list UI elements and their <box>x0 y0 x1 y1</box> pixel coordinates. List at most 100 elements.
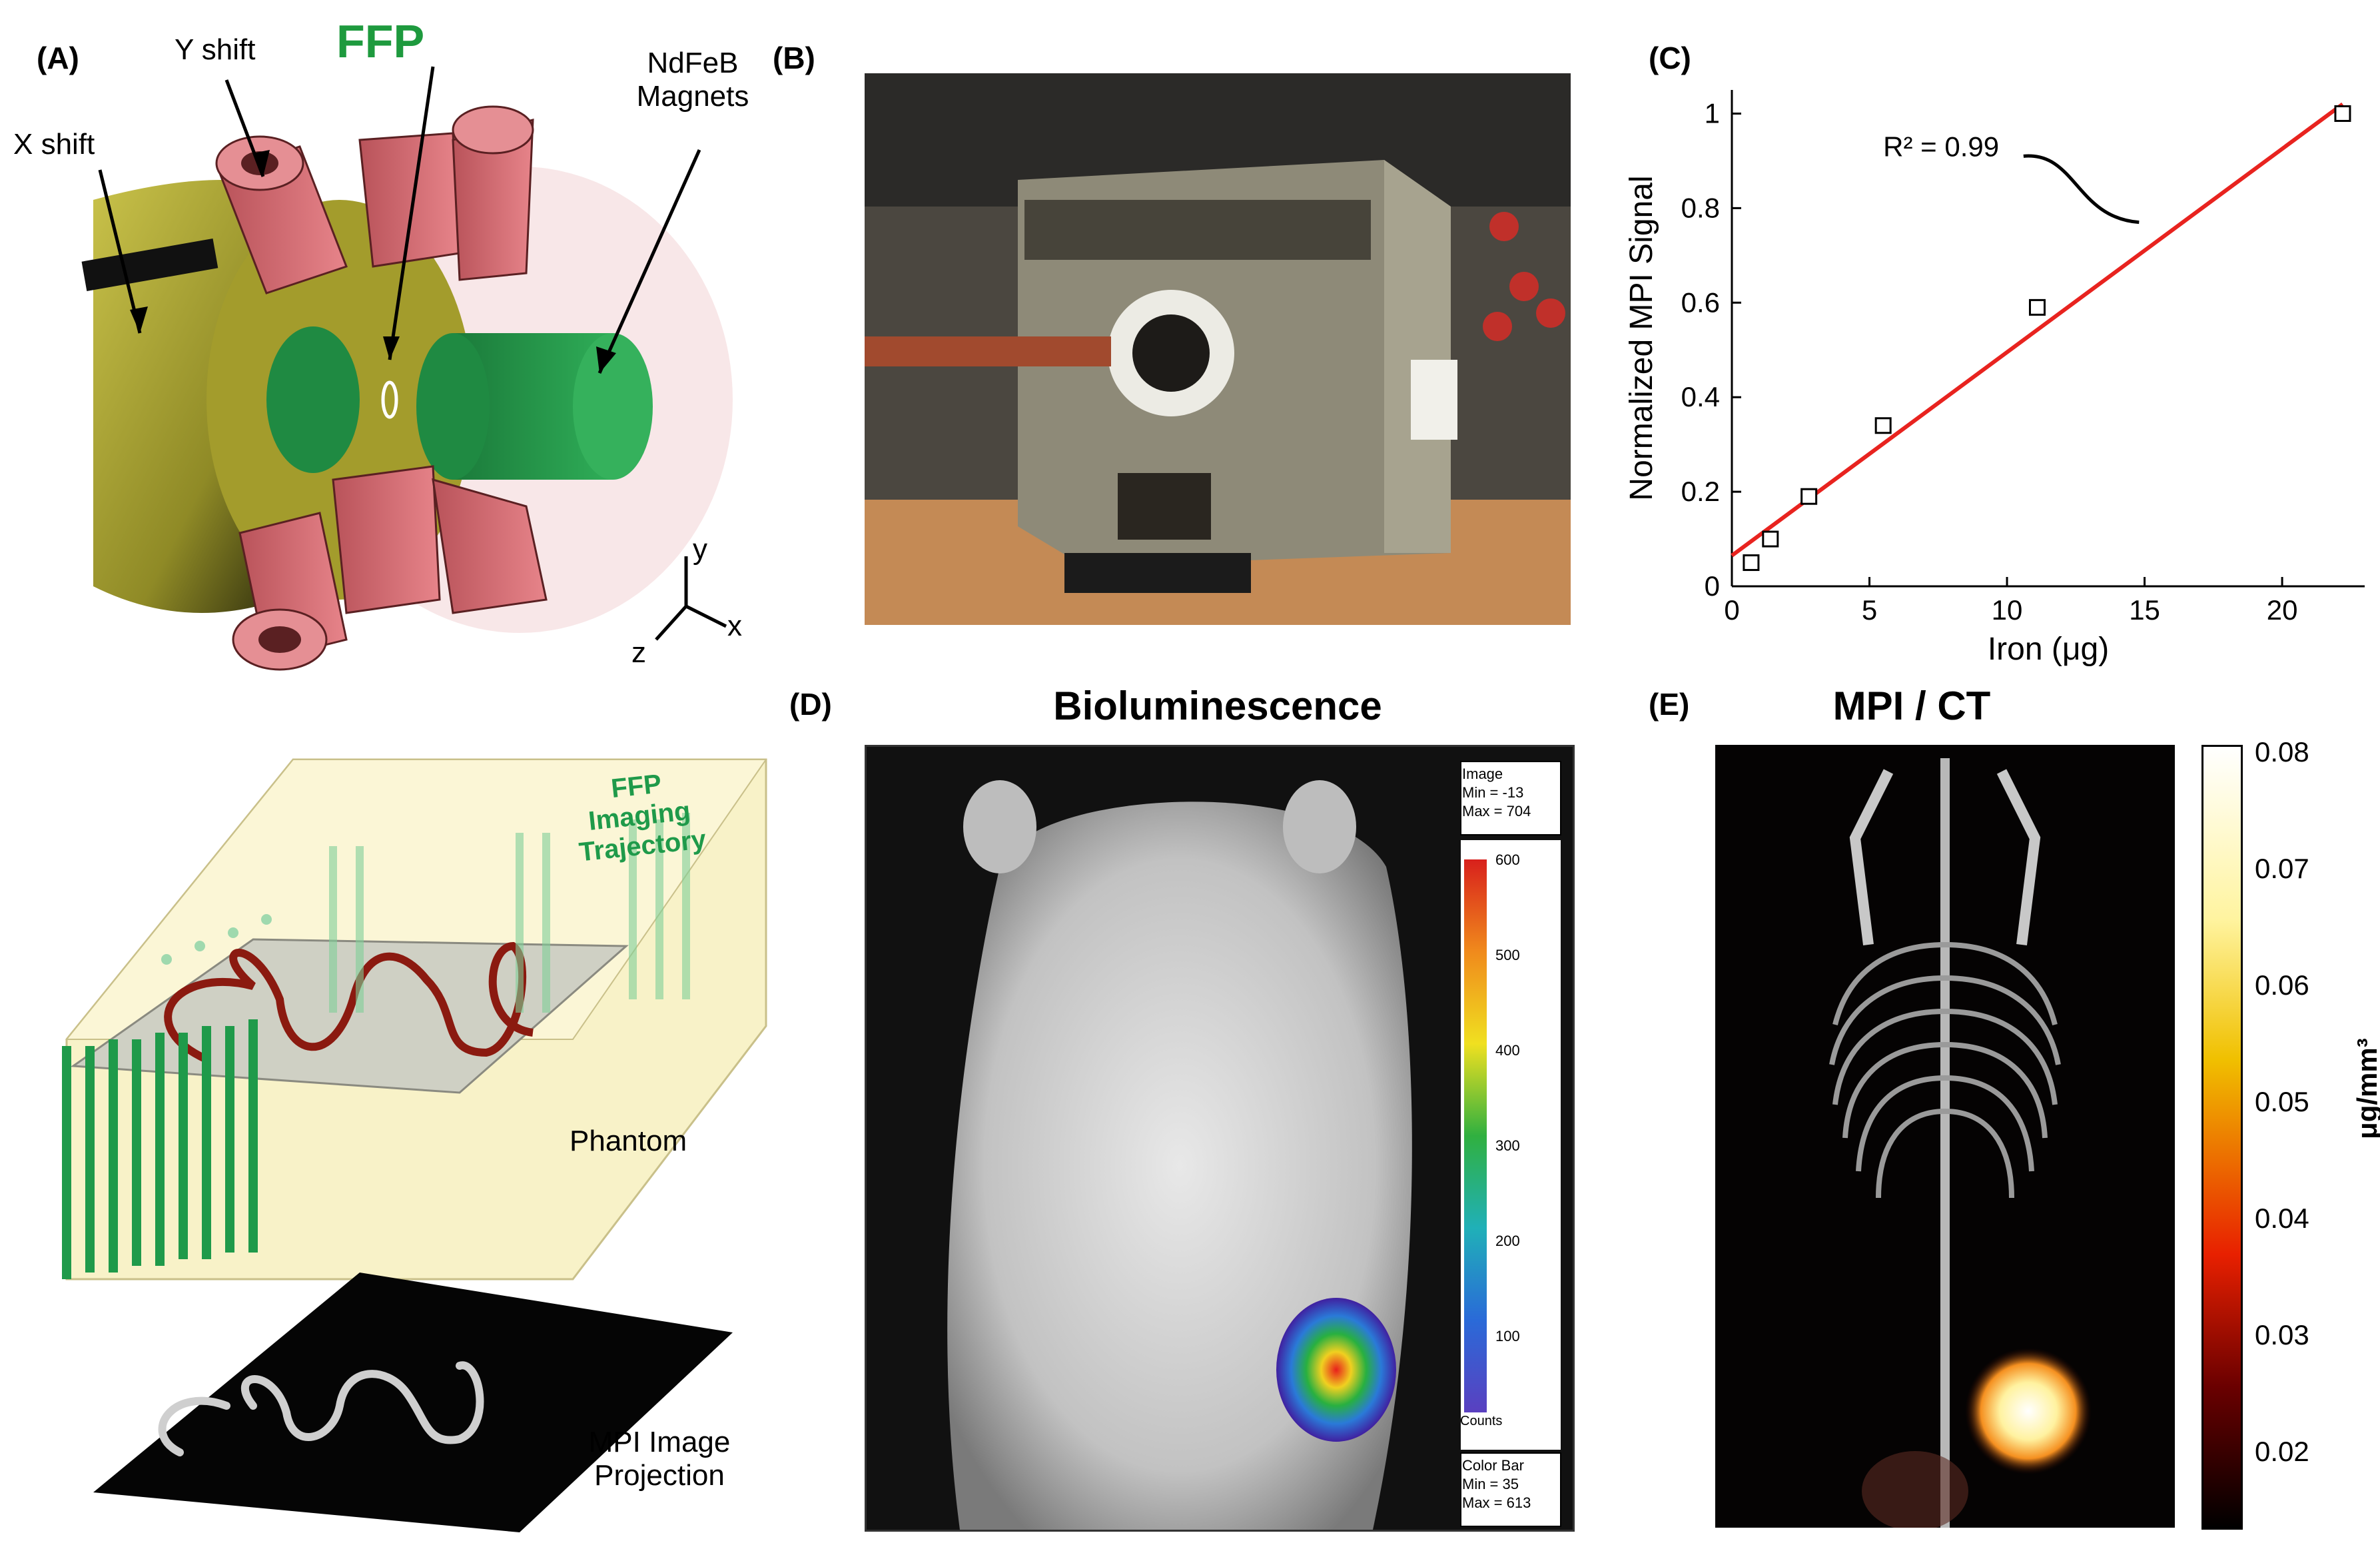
coil-lower-left-hole <box>258 626 301 653</box>
mpi-ct-title: MPI / CT <box>1832 684 1991 728</box>
bio-tick-400: 400 <box>1495 1042 1520 1059</box>
fit-line <box>1731 102 2344 558</box>
ffp-arrow <box>388 66 435 360</box>
projection-label: MPI Image Projection <box>560 1426 759 1492</box>
bio-tick-600: 600 <box>1495 851 1520 868</box>
trajectory-arrows-back <box>329 813 690 1013</box>
panel-b-label: (B) <box>773 41 815 75</box>
panel-d-label: (D) <box>789 687 832 722</box>
coil-lower-right <box>432 478 548 614</box>
mouse-left-paw <box>963 780 1036 873</box>
axis-z-label: z <box>631 636 646 669</box>
mouse-photo <box>947 761 1561 1530</box>
bioluminescence-image <box>865 745 1575 1532</box>
panel-c-label: (C) <box>1649 41 1691 75</box>
x-shift-slot <box>81 238 218 292</box>
mouse-right-paw <box>1283 780 1356 873</box>
data-point <box>1874 417 1892 434</box>
image-range-box <box>1460 761 1561 835</box>
x-tick-label: 5 <box>1862 594 1877 626</box>
projection-label-line2: Projection <box>594 1459 725 1492</box>
image-range-line1: Image <box>1462 766 1503 782</box>
colorbar-range-box <box>1460 1452 1561 1527</box>
mpi-tick-002: 0.02 <box>2255 1436 2309 1467</box>
panel-a-label: (A) <box>37 41 79 75</box>
data-point <box>2334 105 2351 122</box>
scanner-photo <box>865 73 1571 625</box>
bio-tick-300: 300 <box>1495 1137 1520 1154</box>
bio-colorbar-unit: Counts <box>1460 1414 1503 1428</box>
data-point <box>2028 298 2046 316</box>
fit-line-group <box>1731 102 2344 558</box>
magnets-label-line1: NdFeB <box>647 47 739 79</box>
mpi-ct-image <box>1715 745 2175 1528</box>
magnets-arrowhead <box>596 346 616 373</box>
colorbar-range-line2: Min = 35 <box>1462 1476 1519 1492</box>
axis-x-label: x <box>727 610 742 642</box>
magnets-label: NdFeB Magnets <box>599 47 786 113</box>
image-range-line2: Min = -13 <box>1462 784 1524 801</box>
pelvis-overlay <box>1862 1451 1968 1528</box>
axis-y-label: y <box>693 533 707 566</box>
trajectory-dots <box>161 914 272 965</box>
sample-rod <box>865 336 1111 366</box>
x-shift-arrow <box>98 169 142 334</box>
skeleton-render <box>1829 758 2092 1528</box>
mpi-tick-007: 0.07 <box>2255 853 2309 884</box>
scanner-photo-art <box>865 73 1571 625</box>
x-axis-label: Iron (μg) <box>1988 632 2109 667</box>
x-tick-label: 20 <box>2267 594 2298 626</box>
magnets-arrow <box>597 149 701 374</box>
left-magnet <box>266 326 360 473</box>
colorbar-range-text: Color Bar Min = 35 Max = 613 <box>1462 1456 1531 1512</box>
mpi-tick-008: 0.08 <box>2255 736 2309 768</box>
y-tick-label: 0.8 <box>1681 192 1720 223</box>
x-shift-label: X shift <box>13 128 95 161</box>
ffp-point <box>381 380 398 419</box>
bioluminescence-title: Bioluminescence <box>1053 684 1382 728</box>
right-magnet-face <box>573 333 653 480</box>
scanner-bore <box>1132 314 1210 392</box>
y-shift-arrowhead <box>253 150 270 177</box>
scanner-box <box>1018 160 1451 566</box>
coil-upper-center <box>358 132 461 268</box>
x-tick-label: 10 <box>1992 594 2023 626</box>
panel-e-label: (E) <box>1649 687 1690 722</box>
colorbar-range-line1: Color Bar <box>1462 1457 1524 1474</box>
axis-z-line <box>655 605 687 641</box>
data-point <box>1800 488 1818 505</box>
ffp-arrowhead <box>383 336 400 360</box>
r2-annotation: R² = 0.99 <box>1883 131 1999 162</box>
bio-tick-200: 200 <box>1495 1233 1520 1249</box>
y-tick-label: 0.2 <box>1681 476 1720 507</box>
data-points <box>1743 105 2351 572</box>
colorbar-range-line3: Max = 613 <box>1462 1494 1531 1511</box>
y-tick-label: 0.6 <box>1681 286 1720 318</box>
bio-tick-500: 500 <box>1495 947 1520 963</box>
x-tick-label: 0 <box>1724 594 1739 626</box>
mpi-colorbar <box>2201 745 2243 1530</box>
mpi-hotspot <box>1965 1348 2092 1474</box>
data-point <box>1762 530 1779 548</box>
y-axis-label: Normalized MPI Signal <box>1624 175 1659 500</box>
mpi-tick-003: 0.03 <box>2255 1319 2309 1350</box>
chart-axes <box>1731 90 2365 588</box>
ribs <box>1829 942 2061 1199</box>
mpi-tick-004: 0.04 <box>2255 1203 2309 1234</box>
trajectory-arrows-front <box>62 1019 258 1279</box>
mpi-colorbar-label: μg/mm³ <box>2351 1038 2380 1139</box>
y-tick-label: 0 <box>1705 570 1720 602</box>
coil-upper-right-top <box>452 105 534 155</box>
trajectory-diagram <box>62 758 767 1532</box>
mpi-projection-cal <box>158 1361 484 1456</box>
y-shift-label: Y shift <box>175 33 256 66</box>
right-magnet-back <box>416 333 490 480</box>
magnets-label-line2: Magnets <box>636 80 749 113</box>
y-tick-label: 1 <box>1705 97 1720 129</box>
mpi-tick-005: 0.05 <box>2255 1086 2309 1117</box>
bioluminescence-colorbar <box>1464 859 1487 1412</box>
coil-lower-center <box>332 465 441 614</box>
y-tick-label: 0.4 <box>1681 381 1720 412</box>
